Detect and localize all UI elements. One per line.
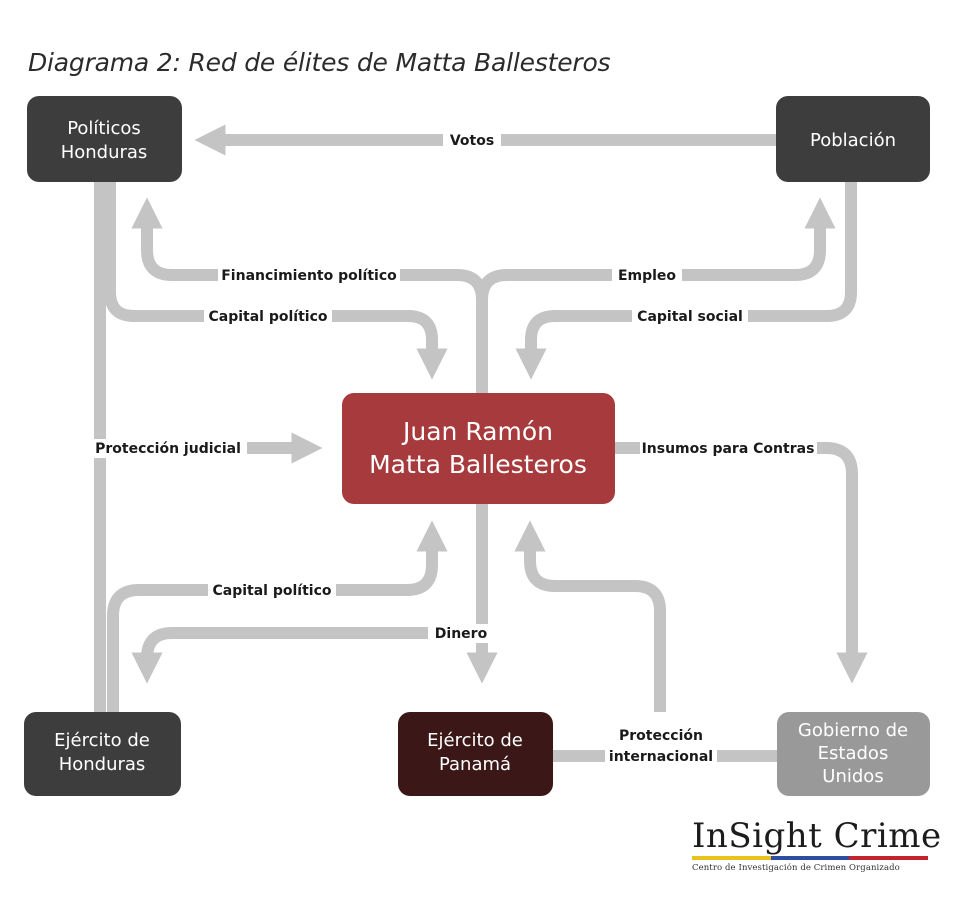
diagram-title: Diagrama 2: Red de élites de Matta Balle… <box>28 48 611 77</box>
svg-text:Capital social: Capital social <box>637 309 743 325</box>
label-dinero: Dinero <box>428 624 495 643</box>
svg-text:internacional: internacional <box>609 749 713 765</box>
label-insumos: Insumos para Contras <box>640 439 817 458</box>
logo-color-stripe <box>692 856 929 860</box>
edge-proteccion-internacional-up <box>514 520 666 712</box>
edge-financiamiento <box>131 197 488 301</box>
logo-subtitle: Centro de Investigación de Crimen Organi… <box>692 863 900 873</box>
svg-text:Dinero: Dinero <box>435 626 488 642</box>
svg-text:Población: Población <box>810 130 896 151</box>
svg-text:Estados: Estados <box>818 743 889 764</box>
label-capital-politico-top: Capital político <box>204 307 332 326</box>
svg-text:Políticos: Políticos <box>67 118 141 139</box>
svg-text:Financimiento político: Financimiento político <box>221 268 397 284</box>
svg-text:Ejército de: Ejército de <box>427 730 523 751</box>
svg-text:Juan Ramón: Juan Ramón <box>401 417 553 446</box>
svg-text:Empleo: Empleo <box>618 268 676 284</box>
svg-text:Protección: Protección <box>619 728 703 744</box>
label-proteccion-judicial: Protección judicial <box>90 439 247 458</box>
label-empleo: Empleo <box>612 266 682 285</box>
svg-text:Honduras: Honduras <box>59 754 146 775</box>
svg-text:Votos: Votos <box>450 133 494 149</box>
node-gobierno-estados-unidos: Gobierno de Estados Unidos <box>777 712 930 796</box>
svg-text:Ejército de: Ejército de <box>54 730 150 751</box>
node-politicos-honduras: Políticos Honduras <box>27 96 182 182</box>
node-ejercito-honduras: Ejército de Honduras <box>24 712 181 796</box>
node-poblacion: Población <box>776 96 930 182</box>
label-proteccion-internacional: Protección internacional <box>605 724 717 768</box>
label-capital-politico-bottom: Capital político <box>208 581 336 600</box>
edge-capital-politico-bottom <box>107 520 448 712</box>
svg-text:Gobierno de: Gobierno de <box>798 720 908 741</box>
svg-text:Honduras: Honduras <box>61 142 148 163</box>
label-capital-social: Capital social <box>632 307 748 326</box>
node-ejercito-panama: Ejército de Panamá <box>398 712 553 796</box>
edge-dinero <box>131 627 482 684</box>
svg-text:Unidos: Unidos <box>822 766 883 787</box>
edge-empleo <box>476 197 836 301</box>
logo-name: InSight Crime <box>692 816 942 856</box>
label-votos: Votos <box>443 131 501 150</box>
edge-insumos <box>613 442 868 684</box>
svg-text:Insumos para Contras: Insumos para Contras <box>642 441 815 457</box>
node-center-matta-ballesteros: Juan Ramón Matta Ballesteros <box>342 393 615 504</box>
label-financiamiento: Financimiento político <box>218 266 400 285</box>
svg-text:Protección judicial: Protección judicial <box>95 441 241 457</box>
svg-text:Capital político: Capital político <box>209 309 328 325</box>
svg-text:Capital político: Capital político <box>213 583 332 599</box>
insight-crime-logo: InSight Crime Centro de Investigación de… <box>692 816 942 873</box>
svg-text:Panamá: Panamá <box>439 754 511 775</box>
svg-text:Matta Ballesteros: Matta Ballesteros <box>369 450 587 479</box>
